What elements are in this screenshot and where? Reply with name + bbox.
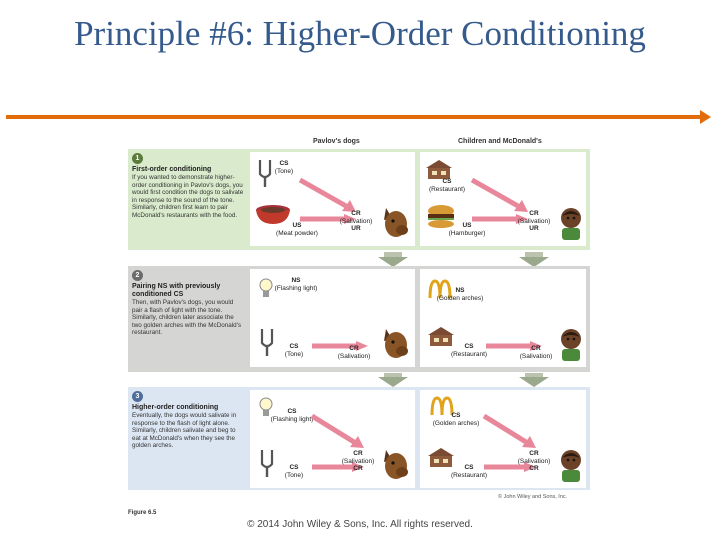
cr-label: CR(Salivation)CR: [517, 450, 551, 472]
dog-icon: [384, 329, 408, 358]
restaurant-icon: [428, 448, 454, 467]
ns-label: NS(Flashing light): [274, 277, 318, 292]
column-heading-mcdonalds: Children and McDonald's: [458, 138, 542, 145]
cs-label: CS(Tone): [284, 464, 304, 479]
golden-arches-icon: [430, 396, 454, 416]
cr-label: CR(Salivation): [337, 345, 371, 360]
mcdonalds-cell-2: NS(Golden arches) CS(Restaurant) CR(Sali…: [420, 269, 586, 367]
step-3-panel: 3 Higher-order conditioning Eventually, …: [128, 387, 590, 490]
arrow-icon: [298, 178, 356, 212]
title-divider: [6, 115, 706, 119]
cr-label: CR(Salivation): [519, 345, 553, 360]
light-bulb-icon: [259, 278, 273, 297]
arrow-icon: [472, 214, 528, 224]
cr-label: CR(Salivation)UR: [517, 210, 551, 232]
mcdonalds-cell-3: CS(Golden arches) CS(Restaurant) CR(Sali…: [420, 390, 586, 488]
step-3-text: 3 Higher-order conditioning Eventually, …: [132, 391, 244, 484]
tuning-fork-icon: [260, 450, 274, 477]
transition-arrow: [519, 257, 549, 267]
conditioning-figure: Pavlov's dogs Children and McDonald's 1 …: [128, 134, 590, 522]
arrow-icon: [470, 178, 528, 212]
step-heading: First-order conditioning: [132, 166, 212, 173]
cs-label: CS(Restaurant): [428, 178, 466, 193]
cs-label: CS(Tone): [284, 343, 304, 358]
restaurant-icon: [426, 160, 452, 179]
transition-arrow-bar: [525, 373, 543, 378]
ns-label: NS(Golden arches): [436, 287, 484, 302]
slide-title: Principle #6: Higher-Order Conditioning: [74, 14, 646, 53]
column-heading-pavlov: Pavlov's dogs: [313, 138, 360, 145]
us-label: US(Meat powder): [276, 222, 318, 237]
transition-arrow: [378, 257, 408, 267]
arrow-icon: [486, 341, 542, 351]
step-1-text: 1 First-order conditioning If you wanted…: [132, 153, 244, 246]
step-number: 2: [132, 270, 143, 281]
step-1-panel: 1 First-order conditioning If you wanted…: [128, 149, 590, 250]
food-bowl-icon: [256, 205, 290, 224]
child-icon: [561, 450, 581, 482]
restaurant-icon: [428, 327, 454, 346]
figure-credit: © John Wiley and Sons, Inc.: [498, 494, 568, 500]
pavlov-cell-2: NS(Flashing light) CS(Tone) CR(Salivatio…: [250, 269, 415, 367]
step-2-panel: 2 Pairing NS with previously conditioned…: [128, 266, 590, 372]
golden-arches-icon: [428, 279, 452, 299]
hamburger-icon: [428, 205, 454, 228]
step-heading: Higher-order conditioning: [132, 404, 219, 411]
child-icon: [561, 329, 581, 361]
step-2-text: 2 Pairing NS with previously conditioned…: [132, 270, 244, 363]
transition-arrow-bar: [384, 373, 402, 378]
step-description: Eventually, the dogs would salivate in r…: [132, 412, 237, 450]
tuning-fork-icon: [258, 160, 272, 187]
mcdonalds-cell-1: CS(Restaurant) US(Hamburger) CR(Salivati…: [420, 152, 586, 246]
arrow-icon: [310, 414, 364, 448]
dog-icon: [384, 208, 408, 237]
cs-label: CS(Tone): [274, 160, 294, 175]
arrow-icon: [312, 462, 364, 472]
cr-label: CR(Salivation)UR: [339, 210, 373, 232]
arrow-icon: [484, 462, 536, 472]
cs-label: CS(Flashing light): [270, 408, 314, 423]
arrow-icon: [312, 341, 368, 351]
step-description: Then, with Pavlov's dogs, you would pair…: [132, 299, 242, 337]
light-bulb-icon: [259, 397, 273, 416]
transition-arrow-bar: [525, 252, 543, 257]
step-number: 1: [132, 153, 143, 164]
copyright-notice: © 2014 John Wiley & Sons, Inc. All right…: [247, 519, 473, 530]
cs-label: CS(Restaurant): [450, 343, 488, 358]
tuning-fork-icon: [260, 329, 274, 356]
transition-arrow: [519, 377, 549, 387]
child-icon: [561, 208, 581, 240]
dog-icon: [384, 450, 408, 479]
pavlov-cell-1: CS(Tone) US(Meat powder) CR(Salivation)U…: [250, 152, 415, 246]
transition-arrow: [378, 377, 408, 387]
step-number: 3: [132, 391, 143, 402]
step-description: If you wanted to demonstrate higher-orde…: [132, 174, 244, 219]
divider-arrowhead: [700, 110, 711, 124]
us-label: US(Hamburger): [448, 222, 486, 237]
transition-arrow-bar: [384, 252, 402, 257]
pavlov-cell-3: CS(Flashing light) CS(Tone) CR(Salivatio…: [250, 390, 415, 488]
cs-label: CS(Restaurant): [450, 464, 488, 479]
cr-label: CR(Salivation)CR: [341, 450, 375, 472]
arrow-icon: [300, 214, 356, 224]
step-heading: Pairing NS with previously conditioned C…: [132, 283, 221, 298]
figure-label: Figure 6.5: [128, 510, 157, 516]
cs-label: CS(Golden arches): [432, 412, 480, 427]
arrow-icon: [482, 414, 536, 448]
